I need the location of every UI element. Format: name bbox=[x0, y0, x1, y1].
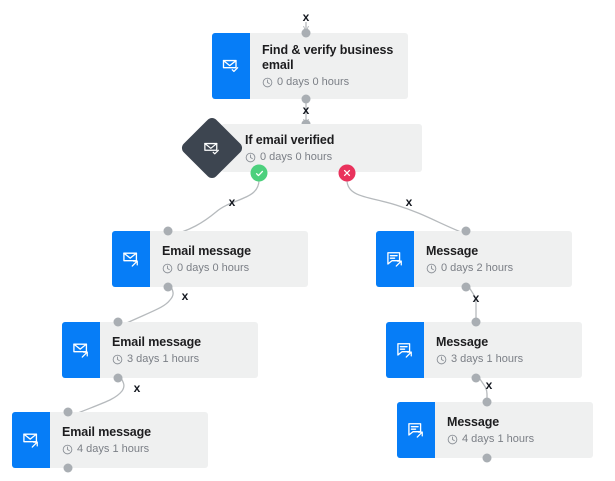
port-in-email-message-3[interactable] bbox=[63, 407, 73, 417]
port-in-message-2[interactable] bbox=[471, 317, 481, 327]
edge-delete-x-yes-to-email-message-1[interactable]: x bbox=[228, 195, 236, 209]
port-in-find-verify[interactable] bbox=[301, 28, 311, 38]
node-message-1[interactable]: Message 0 days 2 hours bbox=[376, 231, 572, 287]
clock-icon bbox=[245, 152, 256, 162]
port-out-email-message-3[interactable] bbox=[63, 463, 73, 473]
clock-icon bbox=[447, 434, 458, 444]
port-in-message-3[interactable] bbox=[482, 397, 492, 407]
port-out-message-3[interactable] bbox=[482, 453, 492, 463]
port-out-message-1[interactable] bbox=[461, 282, 471, 292]
clock-icon bbox=[62, 444, 73, 454]
envelope-send-icon bbox=[12, 412, 50, 468]
port-out-message-2[interactable] bbox=[471, 373, 481, 383]
node-title: Email message bbox=[162, 243, 252, 258]
edge-yes-to-email-message-1 bbox=[168, 179, 260, 236]
node-email-message-3[interactable]: Email message 4 days 1 hours bbox=[12, 412, 208, 468]
edge-delete-x-find-verify-to-condition[interactable]: x bbox=[302, 103, 310, 117]
node-title: Email message bbox=[62, 424, 152, 439]
check-circle-icon bbox=[255, 170, 263, 176]
node-title: Message bbox=[436, 334, 489, 349]
node-delay-text: 3 days 1 hours bbox=[451, 352, 524, 365]
node-body: Find & verify business email 0 days 0 ho… bbox=[250, 33, 408, 99]
node-delay-text: 0 days 0 hours bbox=[260, 150, 333, 163]
node-body: Message 4 days 1 hours bbox=[435, 402, 593, 458]
port-out-find-verify[interactable] bbox=[301, 94, 311, 104]
condition-card: If email verified 0 days 0 hours bbox=[221, 124, 422, 172]
edge-delete-x-message-1-to-2[interactable]: x bbox=[472, 291, 480, 305]
port-in-message-1[interactable] bbox=[461, 226, 471, 236]
node-delay: 4 days 1 hours bbox=[62, 443, 198, 456]
chat-send-icon bbox=[386, 322, 424, 378]
node-body: Email message 4 days 1 hours bbox=[50, 412, 208, 468]
node-body: Email message 0 days 0 hours bbox=[150, 231, 308, 287]
port-in-email-message-1[interactable] bbox=[163, 226, 173, 236]
branch-badge-no[interactable] bbox=[338, 164, 356, 182]
condition-diamond[interactable] bbox=[179, 115, 245, 181]
edge-delete-x-email-message-1-to-2[interactable]: x bbox=[181, 289, 189, 303]
port-out-email-message-2[interactable] bbox=[113, 373, 123, 383]
node-title: Message bbox=[426, 243, 479, 258]
node-title: Message bbox=[447, 414, 500, 429]
node-delay: 0 days 0 hours bbox=[162, 262, 298, 275]
node-if-email-verified[interactable]: If email verified 0 days 0 hours bbox=[179, 115, 422, 181]
clock-icon bbox=[162, 263, 173, 273]
x-circle-icon bbox=[343, 169, 351, 177]
node-find-verify-business-email[interactable]: Find & verify business email 0 days 0 ho… bbox=[212, 33, 408, 99]
envelope-send-icon bbox=[62, 322, 100, 378]
node-delay: 0 days 2 hours bbox=[426, 262, 562, 275]
node-delay: 3 days 1 hours bbox=[112, 353, 248, 366]
chat-send-icon bbox=[397, 402, 435, 458]
node-delay: 0 days 0 hours bbox=[245, 151, 410, 164]
node-body: Message 3 days 1 hours bbox=[424, 322, 582, 378]
edge-delete-x-no-to-message-1[interactable]: x bbox=[405, 195, 413, 209]
node-body: Email message 3 days 1 hours bbox=[100, 322, 258, 378]
node-title: Find & verify business email bbox=[262, 43, 394, 72]
port-out-email-message-1[interactable] bbox=[163, 282, 173, 292]
clock-icon bbox=[112, 354, 123, 364]
node-delay: 0 days 0 hours bbox=[262, 76, 398, 89]
node-body: Message 0 days 2 hours bbox=[414, 231, 572, 287]
node-message-2[interactable]: Message 3 days 1 hours bbox=[386, 322, 582, 378]
node-delay-text: 4 days 1 hours bbox=[77, 442, 150, 455]
envelope-send-icon bbox=[112, 231, 150, 287]
port-in-email-message-2[interactable] bbox=[113, 317, 123, 327]
node-delay-text: 0 days 2 hours bbox=[441, 261, 514, 274]
envelope-check-icon bbox=[203, 139, 222, 158]
clock-icon bbox=[436, 354, 447, 364]
edge-delete-x-message-2-to-3[interactable]: x bbox=[485, 378, 493, 392]
node-delay: 3 days 1 hours bbox=[436, 353, 572, 366]
edge-delete-x-email-message-2-to-3[interactable]: x bbox=[133, 381, 141, 395]
node-email-message-2[interactable]: Email message 3 days 1 hours bbox=[62, 322, 258, 378]
branch-badge-yes[interactable] bbox=[250, 164, 268, 182]
node-message-3[interactable]: Message 4 days 1 hours bbox=[397, 402, 593, 458]
node-delay-text: 3 days 1 hours bbox=[127, 352, 200, 365]
node-delay-text: 0 days 0 hours bbox=[277, 76, 350, 88]
envelope-check-icon bbox=[212, 33, 250, 99]
node-title: Email message bbox=[112, 334, 202, 349]
node-title: If email verified bbox=[245, 132, 335, 147]
clock-icon bbox=[262, 77, 273, 88]
node-delay: 4 days 1 hours bbox=[447, 433, 583, 446]
node-delay-text: 0 days 0 hours bbox=[177, 261, 250, 274]
node-delay-text: 4 days 1 hours bbox=[462, 432, 535, 445]
clock-icon bbox=[426, 263, 437, 273]
node-email-message-1[interactable]: Email message 0 days 0 hours bbox=[112, 231, 308, 287]
edge-delete-x-above-find-verify[interactable]: x bbox=[302, 10, 310, 24]
chat-send-icon bbox=[376, 231, 414, 287]
